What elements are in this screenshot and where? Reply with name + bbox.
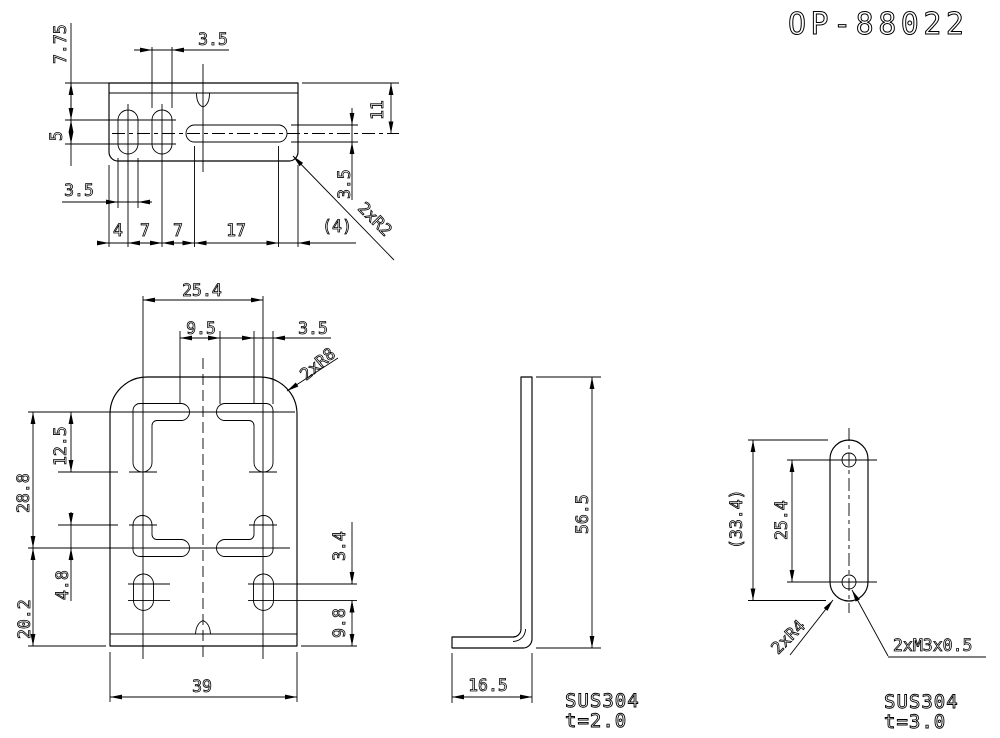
top-view-outline	[108, 82, 299, 162]
top-view-dimension-lines	[62, 23, 395, 261]
dim-3-5-top: 3.5	[198, 30, 228, 49]
dim-56-5: 56.5	[573, 494, 592, 534]
dim-7-right: 7	[173, 221, 183, 240]
front-slot-bottom-right	[253, 573, 274, 611]
dim-4: 4	[113, 221, 123, 240]
dim-5: 5	[47, 131, 66, 141]
dim-33-4-ref: (33.4)	[727, 489, 746, 549]
side-view-bend-arc	[512, 628, 526, 642]
front-slot-bottom-left	[133, 573, 154, 611]
note-2xr4: 2xR4	[767, 616, 809, 658]
end-view: (33.4) 25.4 2xR4 2xM3x0.5 SUS304 t=3.0	[727, 428, 986, 733]
slot-upper-left	[132, 403, 190, 473]
dim-39: 39	[192, 677, 212, 696]
dim-25-4-end: 25.4	[772, 500, 791, 540]
side-view-dimension-lines	[452, 377, 595, 700]
slot-lower-left	[132, 515, 190, 557]
dim-7-75: 7.75	[51, 24, 70, 64]
dim-3-5-right: 3.5	[335, 169, 354, 199]
dim-7-left: 7	[140, 221, 150, 240]
slot-upper-right	[216, 403, 274, 473]
dim-11: 11	[368, 100, 387, 120]
drawing-number: OP-88022	[788, 7, 969, 42]
material-note-t3: SUS304	[884, 691, 959, 713]
front-view-dimension-lines	[30, 297, 355, 700]
side-view-construction-lines	[451, 376, 601, 703]
thickness-note-t3: t=3.0	[884, 711, 946, 733]
side-view-outline	[451, 376, 533, 649]
dim-28-8: 28.8	[14, 473, 33, 513]
dim-9-8: 9.8	[330, 608, 349, 638]
top-view: 7.75 5 3.5 3.5 4 7 7 17 (4) 11 3.5 2xR2	[47, 23, 399, 261]
dim-17: 17	[226, 221, 246, 240]
front-view: 25.4 9.5 3.5 2xR8 12.5 28.8 4.8 20.2 3.4…	[14, 281, 357, 702]
slot-lower-right	[216, 515, 274, 557]
note-2xr8: 2xR8	[296, 344, 339, 384]
dim-3-4: 3.4	[330, 531, 349, 561]
note-2xr2: 2xR2	[354, 198, 396, 240]
dim-4-ref: (4)	[322, 217, 352, 236]
dim-16-5: 16.5	[468, 676, 508, 695]
front-view-construction-lines	[28, 296, 357, 702]
material-note-t2: SUS304	[565, 690, 640, 712]
dim-3-5-slot: 3.5	[64, 181, 94, 200]
dim-9-5: 9.5	[186, 319, 216, 338]
note-thread-2xm3: 2xM3x0.5	[893, 636, 972, 655]
dim-12-5: 12.5	[51, 426, 70, 466]
side-view: 56.5 16.5 SUS304 t=2.0	[451, 376, 640, 732]
dim-4-8: 4.8	[53, 570, 72, 600]
dim-25-4: 25.4	[182, 281, 222, 300]
dim-3-5: 3.5	[298, 319, 328, 338]
end-view-construction-lines	[748, 428, 877, 613]
end-view-dimension-lines	[750, 440, 986, 658]
thickness-note-t2: t=2.0	[565, 710, 627, 732]
dim-20-2: 20.2	[15, 599, 34, 639]
front-view-outline	[109, 376, 298, 647]
